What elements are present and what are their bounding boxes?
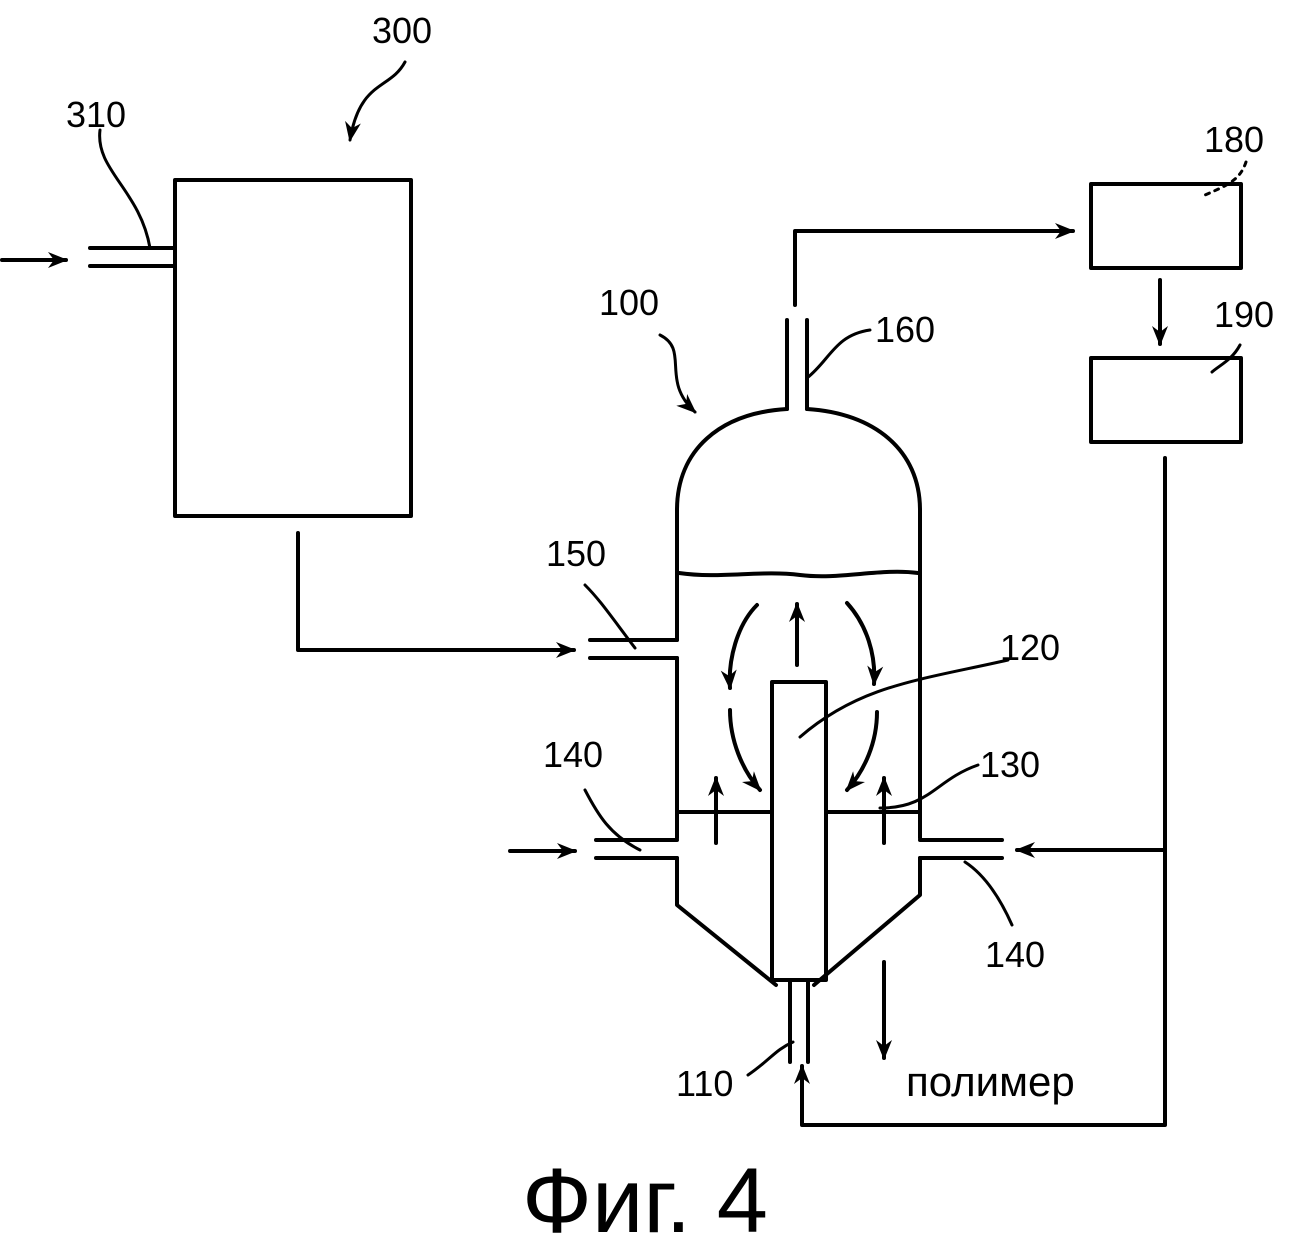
label-300: 300 <box>372 10 432 51</box>
label-polymer: полимер <box>906 1058 1075 1105</box>
label-150: 150 <box>546 533 606 574</box>
vessel-300 <box>173 178 413 518</box>
nozzle-140-left <box>594 838 679 860</box>
nozzle-150 <box>588 638 679 660</box>
leader-300 <box>345 60 407 142</box>
label-140-right: 140 <box>985 934 1045 975</box>
label-310: 310 <box>66 94 126 135</box>
leader-140-left <box>583 788 642 852</box>
label-160: 160 <box>875 309 935 350</box>
unit-190 <box>1089 356 1243 444</box>
leader-310 <box>98 128 152 250</box>
label-180: 180 <box>1204 119 1264 160</box>
label-140-left: 140 <box>543 734 603 775</box>
draft-tube-120 <box>770 680 828 982</box>
leader-130 <box>878 763 980 810</box>
nozzle-160 <box>785 318 809 411</box>
label-100: 100 <box>599 282 659 323</box>
leader-160 <box>805 328 872 380</box>
nozzle-110 <box>788 978 810 1064</box>
recycle-line <box>794 456 1167 1127</box>
feed-line-300-to-150 <box>296 531 576 658</box>
leader-190 <box>1210 343 1242 374</box>
leader-100 <box>658 333 697 414</box>
nozzle-140-right <box>918 838 1004 860</box>
label-130: 130 <box>980 744 1040 785</box>
leader-180 <box>1203 160 1248 197</box>
unit-180 <box>1089 182 1243 270</box>
nozzle-310 <box>88 246 177 268</box>
liquid-surface <box>677 569 920 579</box>
reactor-100-shell <box>675 407 922 987</box>
label-190: 190 <box>1214 294 1274 335</box>
leader-120 <box>798 658 1010 739</box>
line-160-to-180 <box>793 223 1075 307</box>
leader-110 <box>746 1040 795 1077</box>
label-110: 110 <box>676 1063 733 1104</box>
circulation-arrows <box>708 601 892 845</box>
label-120: 120 <box>1000 627 1060 668</box>
leader-140-right <box>963 860 1014 927</box>
leader-150 <box>583 583 637 650</box>
figure-caption: Фиг. 4 <box>522 1150 768 1245</box>
